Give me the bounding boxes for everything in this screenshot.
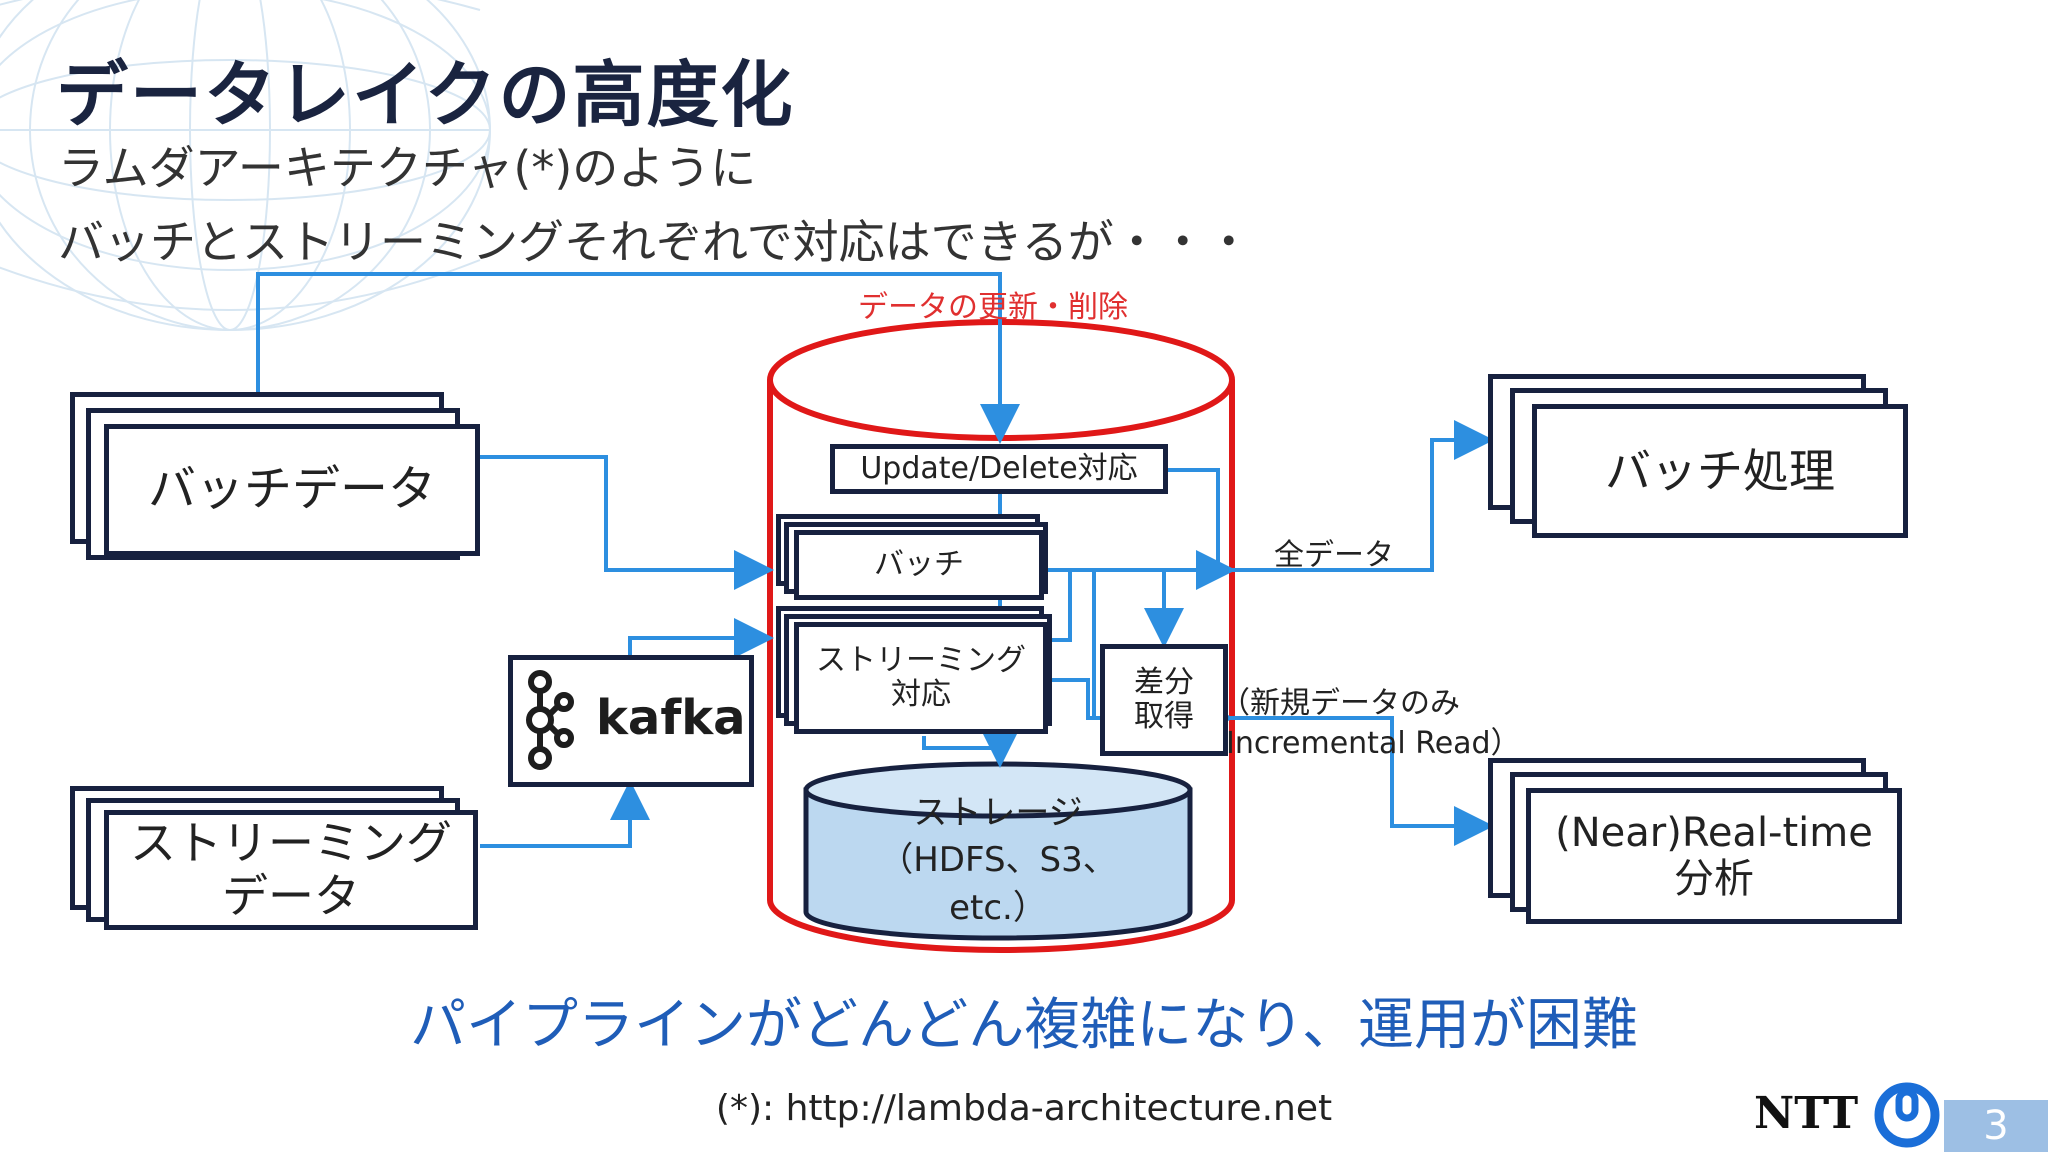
storage-cylinder xyxy=(803,761,1193,941)
arrow-subtitle-to-update xyxy=(256,272,1020,444)
diff-box xyxy=(1100,644,1228,756)
arrow-batch-to-diff xyxy=(1042,568,1184,648)
footnote: (*): http://lambda-architecture.net xyxy=(715,1088,1333,1129)
update-delete-data-label: データの更新・削除 xyxy=(858,290,1128,325)
streaming-support-box xyxy=(794,622,1048,734)
streaming-support-label: ストリーミング 対応 xyxy=(816,642,1026,712)
diff-label: 差分 取得 xyxy=(1134,664,1194,734)
batch-label: バッチ xyxy=(874,546,964,582)
kafka-logo-icon xyxy=(526,670,574,770)
arrow-streamingdata-to-kafka xyxy=(480,780,650,848)
subtitle-line-2: バッチとストリーミングそれぞれで対応はできるが・・・ xyxy=(58,215,1252,269)
batch-box xyxy=(794,530,1044,600)
batch-data-label: バッチデータ xyxy=(147,461,436,518)
arrow-update-right xyxy=(1168,468,1220,570)
batch-processing-box xyxy=(1532,404,1908,538)
page-number: 3 xyxy=(1944,1100,2048,1152)
storage-label: ストレージ （HDFS、S3、 etc.） xyxy=(879,792,1117,928)
arrow-streaming-to-storage xyxy=(922,736,1000,750)
globe-wireframe-icon xyxy=(0,0,491,331)
arrow-batchdata-to-batch xyxy=(480,455,774,590)
arrow-alldata-to-batchproc xyxy=(1228,420,1494,572)
realtime-analysis-box xyxy=(1526,788,1902,924)
arrow-kafka-to-streaming xyxy=(628,618,774,658)
all-data-label: 全データ xyxy=(1274,538,1394,573)
ntt-logo-text: NTT xyxy=(1754,1088,1859,1139)
batch-data-box xyxy=(104,424,480,556)
arrow-streaming-branch-2 xyxy=(1070,568,1096,718)
update-delete-box xyxy=(830,444,1168,494)
subtitle-line-1: ラムダアーキテクチャ(*)のように xyxy=(58,141,757,195)
streaming-data-label: ストリーミング データ xyxy=(130,816,452,923)
ntt-logo-icon xyxy=(1874,1082,1940,1148)
incremental-read-label: Incremental Read） xyxy=(1226,726,1521,761)
new-data-only-label: （新規データのみ xyxy=(1220,686,1460,721)
page-title: データレイクの高度化 xyxy=(56,53,795,137)
kafka-logo-text: kafka xyxy=(596,690,746,746)
update-delete-label: Update/Delete対応 xyxy=(860,450,1138,486)
conclusion-message: パイプラインがどんどん複雑になり、運用が困難 xyxy=(409,993,1639,1058)
realtime-analysis-label: (Near)Real-time 分析 xyxy=(1555,810,1873,902)
streaming-data-box xyxy=(104,810,478,930)
arrow-newdata-to-realtime xyxy=(1226,716,1494,846)
batch-processing-label: バッチ処理 xyxy=(1605,443,1835,498)
